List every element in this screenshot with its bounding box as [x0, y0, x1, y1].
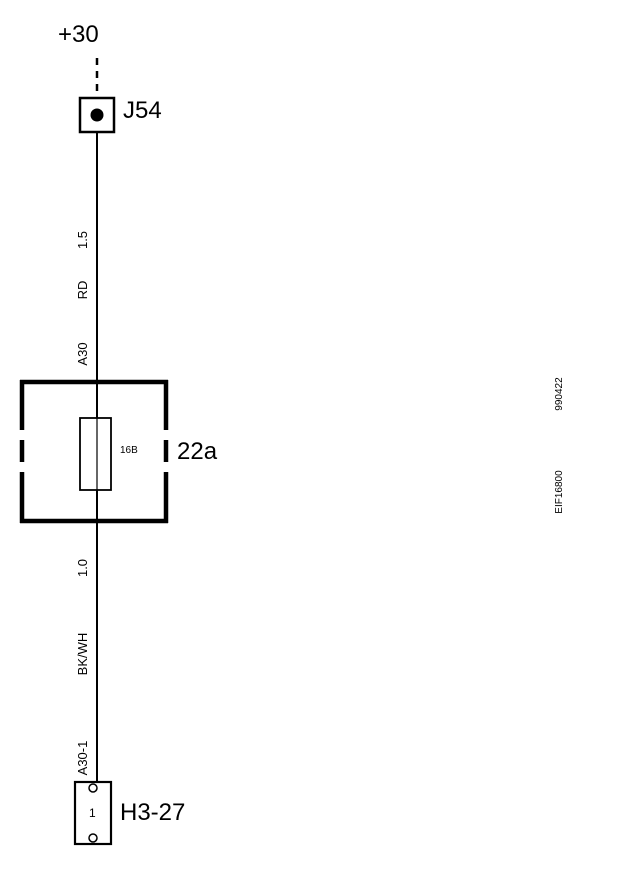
connector-h3-27-pin: 1: [89, 806, 96, 820]
wire-bottom-size: 1.0: [75, 559, 90, 577]
connector-j54-dot: [90, 108, 104, 122]
connector-h3-27: 1: [73, 780, 113, 846]
wire-bottom-color: BK/WH: [75, 633, 90, 676]
wire-top-color: RD: [75, 281, 90, 300]
connector-h3-27-bottom-terminal: [88, 833, 98, 843]
supply-label: +30: [58, 21, 99, 48]
connector-j54-label: J54: [123, 97, 162, 124]
fuse-element: [79, 417, 112, 491]
connector-h3-27-top-terminal: [88, 783, 98, 793]
fuse-box-22a: [19, 379, 169, 524]
connector-h3-27-label: H3-27: [120, 799, 185, 826]
fuse-box-label: 22a: [177, 438, 218, 465]
wire-top-size: 1.5: [75, 231, 90, 249]
connector-j54: [78, 96, 116, 134]
wire-bottom-id: A30-1: [75, 741, 90, 776]
doc-ref-date: 990422: [554, 377, 565, 411]
fuse-rating: 16B: [120, 445, 138, 456]
doc-ref-code: EIF16800: [554, 470, 565, 514]
wire-top-id: A30: [75, 342, 90, 365]
